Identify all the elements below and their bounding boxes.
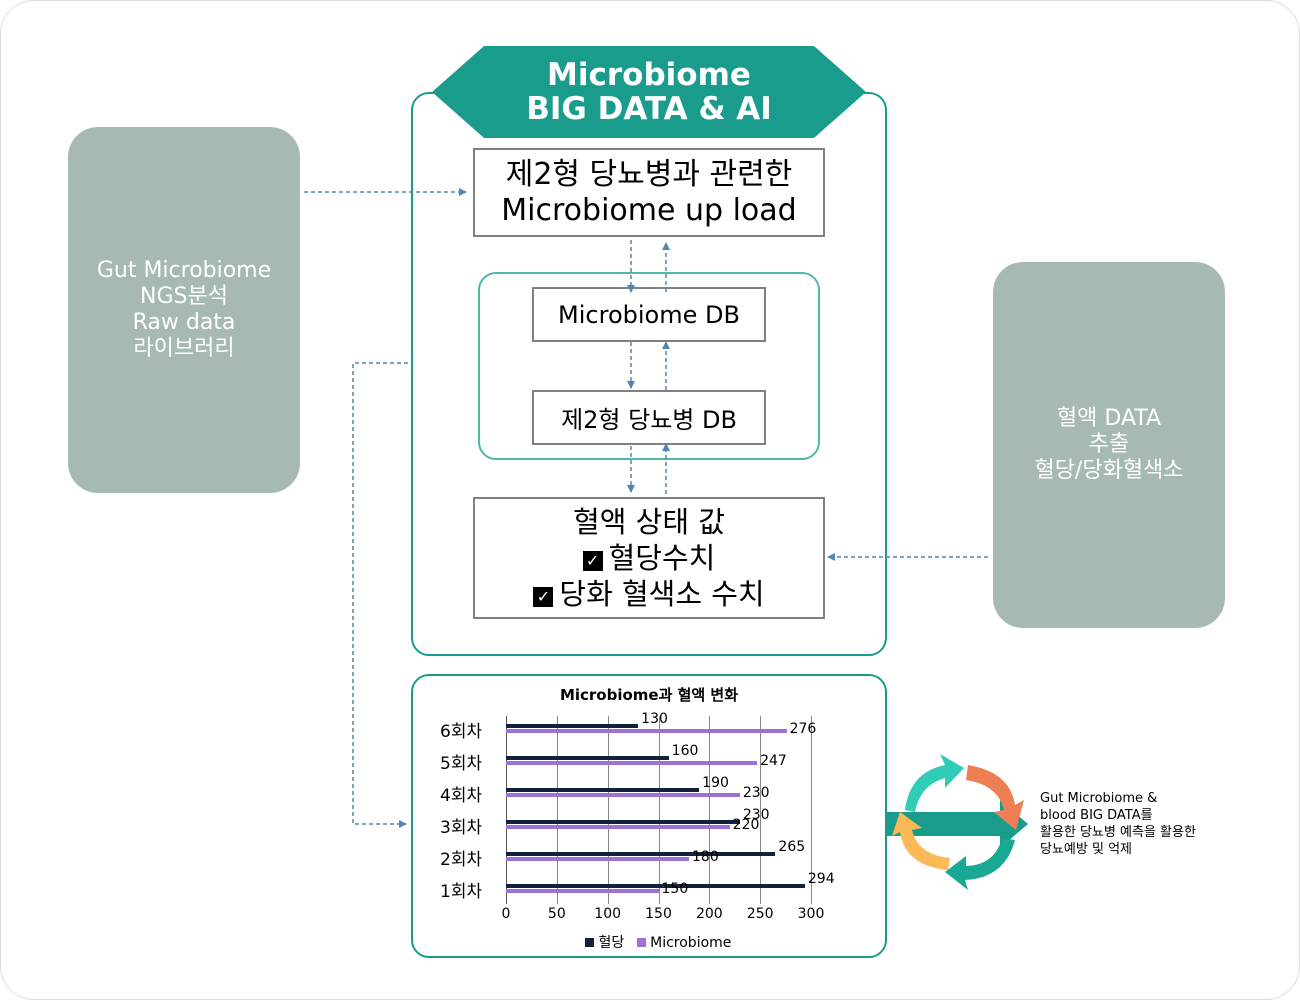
db-label: Microbiome DB [558,300,740,329]
checkbox-icon: ✓ [582,551,603,571]
data-label: 150 [661,881,689,897]
bar-blood-sugar [506,852,776,856]
upload-box: 제2형 당뇨병과 관련한 Microbiome up load [473,148,825,237]
blood-status-title: 혈액 상태 값 [573,505,725,539]
upload-line: 제2형 당뇨병과 관련한 [505,156,793,192]
y-tick-label: 6회차 [440,722,483,742]
data-label: 247 [760,753,787,769]
chart-legend: 혈당 Microbiome [585,932,731,952]
database-group [478,272,820,460]
bar-blood-sugar [506,724,639,728]
data-label: 265 [778,839,806,855]
panel-line: 추출 [1088,432,1130,457]
legend-label: Microbiome [650,935,732,951]
banner-line: BIG DATA & AI [526,91,772,127]
gridline [506,716,507,904]
y-tick-label: 2회차 [440,850,483,870]
bar-blood-sugar [506,884,805,888]
bar-microbiome [506,793,740,797]
checkbox-icon: ✓ [533,587,554,607]
legend-label: 혈당 [598,935,625,951]
gridline [607,716,609,904]
x-tick-label: 250 [746,906,774,922]
cycle-arrows-icon [886,754,1028,890]
outcome-line: 당뇨예방 및 억제 [1040,842,1132,857]
banner-line: Microbiome [547,57,751,93]
bar-blood-sugar [506,788,700,792]
bar-microbiome [506,889,659,893]
gut-microbiome-panel: Gut Microbiome NGS분석 Raw data 라이브러리 [68,127,300,493]
x-tick-label: 300 [797,906,825,922]
db-label: 제2형 당뇨병 DB [561,406,737,434]
legend-swatch-blood-sugar [585,938,594,947]
gridline [556,716,558,904]
data-label: 180 [692,849,719,865]
data-label: 220 [732,817,760,833]
panel-line: Gut Microbiome [96,258,272,283]
panel-line: 라이브러리 [133,336,235,361]
bar-blood-sugar [506,820,740,824]
y-tick-label: 5회차 [440,754,483,774]
outcome-text: Gut Microbiome & blood BIG DATA를 활용한 당뇨병… [1040,790,1196,858]
bar-microbiome [506,761,758,765]
blood-item: ✓당화 혈색소 수치 [475,576,823,612]
gridline [760,716,762,904]
upload-line: Microbiome up load [501,192,797,228]
data-label: 190 [702,775,729,791]
panel-line: 혈당/당화혈색소 [1034,458,1184,483]
data-label: 160 [671,743,699,759]
chart-title: Microbiome과 혈액 변화 [559,686,739,704]
data-label: 230 [742,807,770,823]
panel-line: Raw data [132,310,236,335]
bigdata-banner: Microbiome BIG DATA & AI [432,46,866,138]
microbiome-db-box: Microbiome DB [532,287,766,342]
blood-data-panel: 혈액 DATA 추출 혈당/당화혈색소 [993,262,1225,628]
gridline [811,716,812,904]
panel-line: 혈액 DATA [1056,406,1162,431]
y-tick-label: 4회차 [440,786,483,806]
data-label: 294 [807,871,835,887]
blood-status-box: 혈액 상태 값 ✓혈당수치 ✓당화 혈색소 수치 [473,497,825,619]
x-tick-label: 150 [645,906,672,922]
y-tick-label: 1회차 [440,882,483,902]
diabetes-db-box: 제2형 당뇨병 DB [532,390,766,445]
bar-microbiome [506,825,730,829]
data-label: 230 [742,785,770,801]
bar-blood-sugar [506,756,669,760]
x-tick-label: 0 [501,906,511,922]
blood-item-label: 당화 혈색소 수치 [559,577,765,611]
data-label: 276 [789,721,817,737]
x-tick-label: 50 [547,906,566,922]
outcome-line: blood BIG DATA를 [1040,808,1153,823]
outcome-line: 활용한 당뇨병 예측을 활용한 [1040,825,1196,840]
panel-line: NGS분석 [140,284,228,309]
outcome-line: Gut Microbiome & [1040,791,1158,806]
x-tick-label: 100 [594,906,622,922]
legend-swatch-microbiome [636,938,646,947]
blood-item-label: 혈당수치 [608,541,716,575]
blood-item: ✓혈당수치 [475,540,823,576]
bar-microbiome [506,729,787,733]
gridline [658,716,660,904]
y-tick-label: 3회차 [440,818,483,838]
x-tick-label: 200 [695,906,723,922]
arrow-to-chart [352,362,408,828]
bar-microbiome [506,857,689,861]
gridline [709,716,711,904]
data-label: 130 [641,711,668,727]
